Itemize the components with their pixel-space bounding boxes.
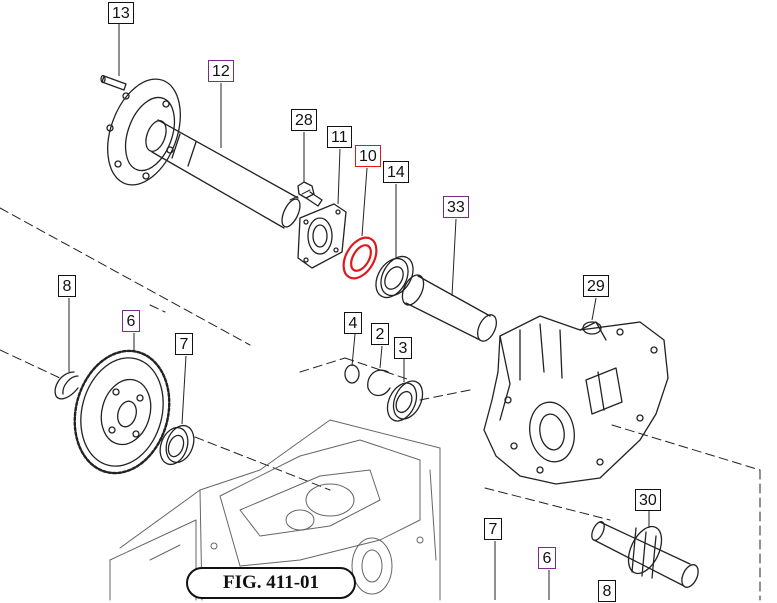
callout-2[interactable]: 2 xyxy=(371,323,389,345)
callout-8-bottom[interactable]: 8 xyxy=(598,580,616,602)
leader-lines xyxy=(68,24,650,600)
bearing-3 xyxy=(386,380,424,422)
retainer-plate-11 xyxy=(297,203,347,269)
centerlines xyxy=(0,189,761,601)
callout-13[interactable]: 13 xyxy=(108,2,134,24)
callout-7-bottom[interactable]: 7 xyxy=(484,518,502,540)
callout-28[interactable]: 28 xyxy=(291,109,317,131)
oil-seal-10 xyxy=(342,236,378,280)
case-cover-29 xyxy=(483,315,669,485)
figure-label: FIG. 411-01 xyxy=(186,567,356,599)
callout-6-left[interactable]: 6 xyxy=(122,310,140,332)
callout-6-bottom[interactable]: 6 xyxy=(538,547,556,569)
pinion-shaft-30 xyxy=(591,521,699,588)
pin-13 xyxy=(100,74,127,91)
callout-10[interactable]: 10 xyxy=(355,145,381,167)
callout-11[interactable]: 11 xyxy=(327,126,352,148)
axle-shaft-12 xyxy=(106,78,301,229)
callout-33[interactable]: 33 xyxy=(443,196,469,218)
bearing-7 xyxy=(159,424,195,466)
callout-8-left[interactable]: 8 xyxy=(58,275,76,297)
callout-7-left[interactable]: 7 xyxy=(175,333,193,355)
gear-6 xyxy=(73,349,171,475)
callout-3[interactable]: 3 xyxy=(394,337,412,359)
snap-ring-4 xyxy=(344,364,360,384)
callout-4[interactable]: 4 xyxy=(344,312,362,334)
snap-ring-8 xyxy=(54,371,79,400)
callout-12[interactable]: 12 xyxy=(208,60,234,82)
snap-ring-2 xyxy=(367,369,391,397)
callout-30[interactable]: 30 xyxy=(635,489,661,511)
callout-14[interactable]: 14 xyxy=(383,161,409,183)
bearing-14 xyxy=(375,255,414,299)
sleeve-33 xyxy=(401,274,498,342)
callout-29[interactable]: 29 xyxy=(583,275,609,297)
